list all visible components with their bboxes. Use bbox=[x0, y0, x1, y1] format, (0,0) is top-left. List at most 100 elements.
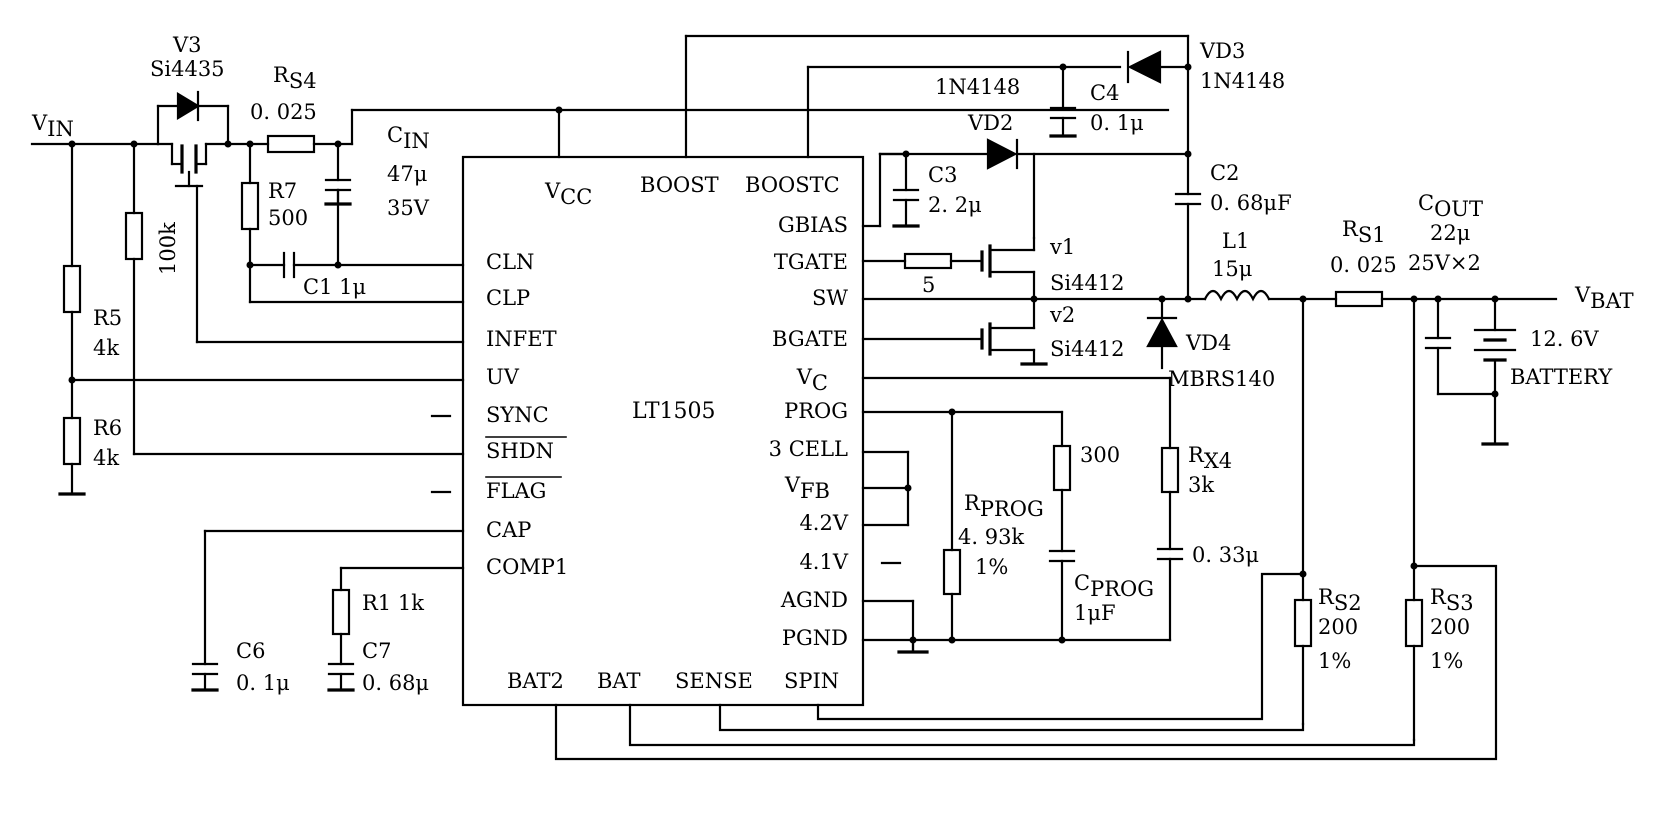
pin-vcc: VCC bbox=[544, 179, 592, 209]
label-rs1: RS1 bbox=[1342, 217, 1386, 247]
label-rx4: RX4 bbox=[1188, 443, 1232, 473]
pin-vfb: VFB bbox=[784, 473, 830, 503]
pin-cap: CAP bbox=[486, 518, 531, 542]
junction-vcc bbox=[555, 106, 563, 114]
label-vd4: VD4 bbox=[1185, 331, 1231, 355]
wire-spin bbox=[816, 572, 1305, 721]
label-r7-value: 500 bbox=[268, 206, 308, 230]
label-rprog-tol: 1% bbox=[975, 555, 1008, 579]
pin-sw: SW bbox=[812, 286, 848, 310]
label-vbat: VBAT bbox=[1574, 283, 1634, 313]
pin-sync: SYNC bbox=[486, 403, 549, 427]
pin-vc: VC bbox=[796, 365, 828, 395]
vd4-diode bbox=[1146, 297, 1178, 370]
label-vd3: VD3 bbox=[1199, 39, 1245, 63]
rprog-resistor bbox=[942, 548, 962, 596]
chip-name: LT1505 bbox=[632, 399, 715, 424]
junction-vfb bbox=[904, 484, 912, 492]
r1-resistor bbox=[331, 588, 351, 636]
pin-clp: CLP bbox=[486, 286, 530, 310]
label-rs3-tol: 1% bbox=[1430, 649, 1463, 673]
label-rs3: RS3 bbox=[1430, 585, 1474, 615]
label-rs2-value: 200 bbox=[1318, 615, 1358, 639]
battery-symbol bbox=[1473, 297, 1517, 446]
pin-4v1: 4.1V bbox=[799, 550, 848, 574]
label-rs4-value: 0. 025 bbox=[250, 100, 317, 124]
label-cprog-value: 1μF bbox=[1074, 601, 1116, 625]
pin-pgnd: PGND bbox=[782, 626, 848, 650]
pin-cln: CLN bbox=[486, 250, 534, 274]
label-100k: 100k bbox=[156, 222, 180, 275]
label-c2: C2 bbox=[1210, 161, 1239, 185]
pin-infet: INFET bbox=[486, 327, 557, 351]
v3-pmos-symbol bbox=[156, 90, 230, 188]
label-r-300: 300 bbox=[1080, 443, 1120, 467]
l1-inductor bbox=[1203, 289, 1271, 302]
pin-bgate: BGATE bbox=[772, 327, 848, 351]
junction-pgnd bbox=[909, 636, 917, 644]
junction-rprog-gnd bbox=[948, 636, 956, 644]
q2-nmos-symbol bbox=[980, 297, 1048, 366]
label-r5-value: 4k bbox=[93, 336, 119, 360]
label-r7: R7 bbox=[268, 179, 297, 203]
rs3-resistor bbox=[1404, 598, 1424, 648]
r-100k-resistor bbox=[124, 211, 144, 261]
label-r-gate: 5 bbox=[922, 273, 935, 297]
label-rx4-value: 3k bbox=[1188, 473, 1214, 497]
pin-uv: UV bbox=[486, 365, 520, 389]
label-v3-part: Si4435 bbox=[150, 57, 225, 81]
label-r5: R5 bbox=[93, 306, 122, 330]
vd2-diode bbox=[986, 138, 1019, 170]
label-r6: R6 bbox=[93, 416, 122, 440]
pin-spin: SPIN bbox=[784, 669, 839, 693]
label-l1-value: 15μ bbox=[1212, 257, 1252, 281]
junction-vd3 bbox=[1184, 63, 1192, 71]
label-c7: C7 bbox=[362, 639, 391, 663]
r-gate-resistor bbox=[903, 252, 953, 270]
label-c2-value: 0. 68μF bbox=[1210, 191, 1292, 215]
label-c3: C3 bbox=[928, 163, 957, 187]
pin-gbias: GBIAS bbox=[778, 213, 848, 237]
rs1-resistor bbox=[1334, 290, 1384, 308]
wire-bat2 bbox=[554, 564, 1498, 761]
label-r6-value: 4k bbox=[93, 446, 119, 470]
q1-nmos-symbol bbox=[980, 152, 1036, 301]
label-battery-voltage: 12. 6V bbox=[1530, 327, 1599, 351]
pin-4v2: 4.2V bbox=[799, 511, 848, 535]
wire-sense bbox=[718, 703, 1305, 732]
junction-cprog-gnd bbox=[1058, 636, 1066, 644]
label-c7-value: 0. 68μ bbox=[362, 671, 429, 695]
label-rs4: RS4 bbox=[273, 63, 317, 93]
label-c6-value: 0. 1μ bbox=[236, 671, 290, 695]
label-cout-rating: 25V×2 bbox=[1408, 251, 1481, 275]
r7-resistor bbox=[240, 181, 260, 231]
label-r1: R1 1k bbox=[362, 591, 424, 615]
label-rs2: RS2 bbox=[1318, 585, 1362, 615]
pin-prog: PROG bbox=[784, 399, 848, 423]
label-cout: COUT bbox=[1418, 191, 1483, 221]
label-vd3-part: 1N4148 bbox=[1200, 69, 1285, 93]
pin-bat2: BAT2 bbox=[507, 669, 564, 693]
label-rs3-value: 200 bbox=[1430, 615, 1470, 639]
label-vd2: VD2 bbox=[967, 111, 1013, 135]
vd3-diode bbox=[1126, 50, 1190, 84]
pin-bat: BAT bbox=[597, 669, 640, 693]
label-cprog: CPROG bbox=[1074, 571, 1154, 601]
label-q1-part: Si4412 bbox=[1050, 271, 1125, 295]
rx4-resistor bbox=[1160, 446, 1180, 494]
label-c4: C4 bbox=[1090, 81, 1119, 105]
wire-bat bbox=[628, 703, 1416, 747]
label-battery: BATTERY bbox=[1510, 365, 1613, 389]
label-c1: C1 1μ bbox=[303, 275, 366, 299]
label-rs1-value: 0. 025 bbox=[1330, 253, 1397, 277]
label-c6: C6 bbox=[236, 639, 265, 663]
junction-sw-c2 bbox=[1184, 295, 1192, 303]
label-q2-part: Si4412 bbox=[1050, 337, 1125, 361]
junction-battery-gnd bbox=[1491, 390, 1499, 398]
pin-tgate: TGATE bbox=[774, 250, 848, 274]
pin-agnd: AGND bbox=[780, 588, 848, 612]
label-vd2-part: 1N4148 bbox=[935, 75, 1020, 99]
label-l1: L1 bbox=[1222, 229, 1249, 253]
label-rprog-value: 4. 93k bbox=[958, 525, 1024, 549]
